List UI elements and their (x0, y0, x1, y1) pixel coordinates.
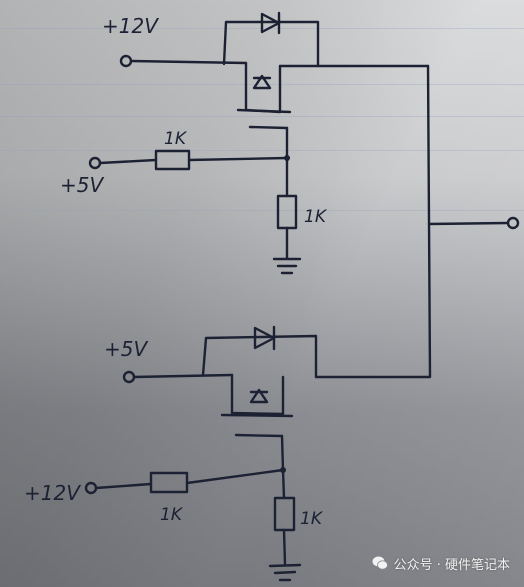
wire-output-bus (314, 64, 432, 379)
label-top-r-series: 1K (164, 129, 188, 149)
top-resistor-series (154, 149, 191, 171)
watermark: 公众号 · 硬件笔记本 (372, 553, 510, 573)
paper-rule (0, 84, 524, 85)
wechat-icon (372, 556, 388, 570)
top-circuit: +12V 1K +5V 1K (60, 11, 430, 275)
label-top-r-pulldown: 1K (304, 207, 328, 227)
top-mosfet-gate (248, 125, 289, 130)
wire-bottom-r-node (185, 468, 285, 485)
bottom-resistor-pulldown (273, 496, 296, 532)
bottom-mosfet-diode (249, 388, 269, 404)
bottom-ground-symbol (268, 563, 302, 582)
paper-rule (0, 116, 524, 117)
wire-top-12v (129, 59, 248, 65)
paper-rule (0, 210, 524, 211)
terminal-top-5v (88, 156, 102, 170)
label-bottom-12v: +12V (24, 481, 81, 505)
wire-bottom-5v (132, 373, 234, 379)
bottom-mosfet-gate (234, 433, 284, 438)
label-top-5v: +5V (60, 173, 104, 197)
top-resistor-pulldown (276, 194, 298, 230)
watermark-text: 公众号 · 硬件笔记本 (393, 557, 510, 573)
top-mosfet-diode (252, 74, 272, 90)
label-bottom-r-pulldown: 1K (300, 509, 324, 529)
wire-top-diode-bypass (222, 20, 320, 68)
wire-bottom-gnd (282, 528, 287, 566)
wire-top-5v (98, 158, 158, 165)
output-bus (314, 64, 520, 379)
bottom-mosfet-body (230, 373, 285, 416)
bottom-circuit: +5V +12V 1K 1K (24, 325, 324, 582)
paper-rule (0, 150, 524, 151)
terminal-output (506, 216, 520, 230)
top-mosfet-source-line (236, 108, 292, 114)
label-bottom-r-series: 1K (160, 505, 184, 525)
top-ground-symbol (272, 257, 302, 275)
wire-output (427, 221, 510, 226)
wire-bottom-diode-bypass (201, 334, 318, 379)
wire-bottom-pulldown (281, 468, 286, 500)
bottom-mosfet-source-line (220, 413, 294, 418)
wire-top-r-node (187, 156, 289, 162)
terminal-bottom-12v (84, 481, 98, 495)
top-diode-triangle (260, 12, 281, 34)
label-top-12v: +12V (102, 14, 159, 38)
bottom-diode-triangle (253, 326, 276, 350)
bottom-resistor-series (149, 471, 189, 494)
terminal-bottom-5v (122, 370, 136, 384)
wire-bottom-12v (94, 482, 153, 490)
wire-bottom-gate-down (280, 434, 285, 472)
terminal-top-12v (119, 54, 133, 68)
label-bottom-5v: +5V (104, 337, 148, 361)
